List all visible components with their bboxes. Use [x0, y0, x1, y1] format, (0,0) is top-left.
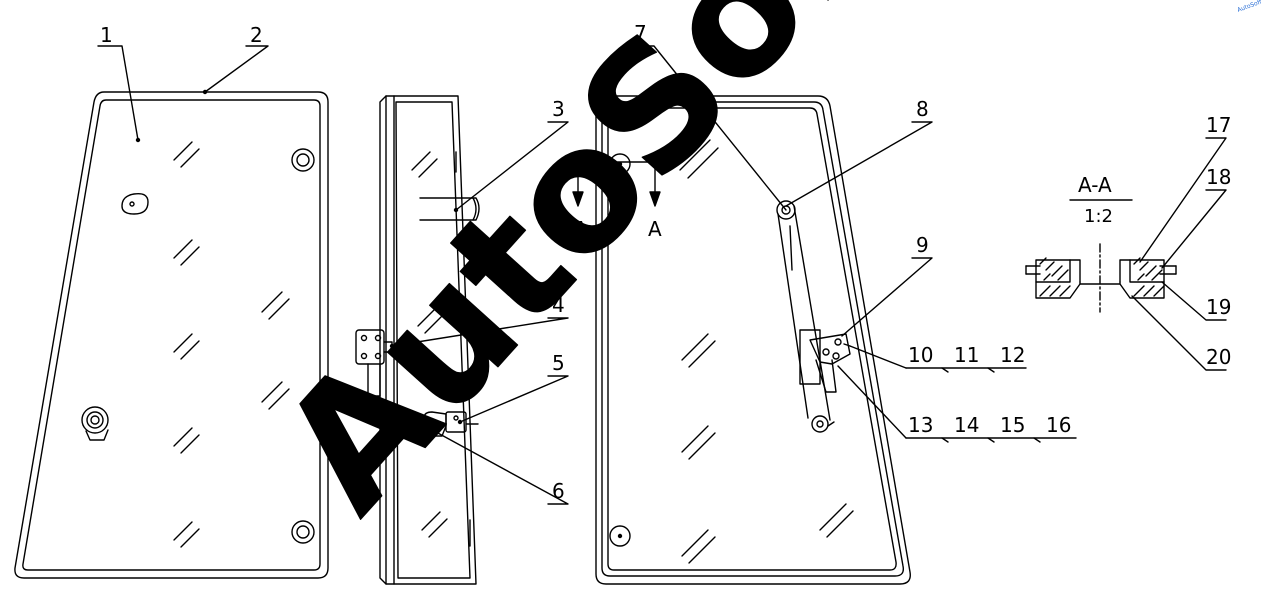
callout-8: 8	[916, 97, 929, 121]
callout-16: 16	[1046, 413, 1071, 437]
callout-6: 6	[552, 479, 565, 503]
section-mark-right: A	[648, 217, 662, 241]
callout-labels: 1 2 3 4 5 6 7 8 9 10 11 12 13 14 15 16 1…	[100, 21, 1231, 503]
section-mark-left: A	[574, 217, 588, 241]
callout-5: 5	[552, 351, 565, 375]
callout-20: 20	[1206, 345, 1231, 369]
callout-17: 17	[1206, 113, 1231, 137]
section-scale: 1:2	[1084, 206, 1113, 227]
callout-19: 19	[1206, 295, 1231, 319]
door-front-view	[14, 45, 329, 579]
corner-logo-mark: AutoSoft	[1236, 0, 1261, 14]
callout-4: 4	[552, 293, 565, 317]
callout-7: 7	[634, 21, 647, 45]
door-inside-view	[572, 45, 1077, 585]
callout-15: 15	[1000, 413, 1025, 437]
callout-14: 14	[954, 413, 979, 437]
section-title: A-A	[1078, 173, 1112, 197]
section-detail	[1025, 137, 1227, 371]
callout-10: 10	[908, 343, 933, 367]
callout-13: 13	[908, 413, 933, 437]
callout-18: 18	[1206, 165, 1231, 189]
callout-3: 3	[552, 97, 565, 121]
callout-2: 2	[250, 23, 263, 47]
callout-11: 11	[954, 343, 979, 367]
door-side-view	[355, 95, 569, 585]
callout-9: 9	[916, 233, 929, 257]
callout-1: 1	[100, 23, 113, 47]
callout-12: 12	[1000, 343, 1025, 367]
